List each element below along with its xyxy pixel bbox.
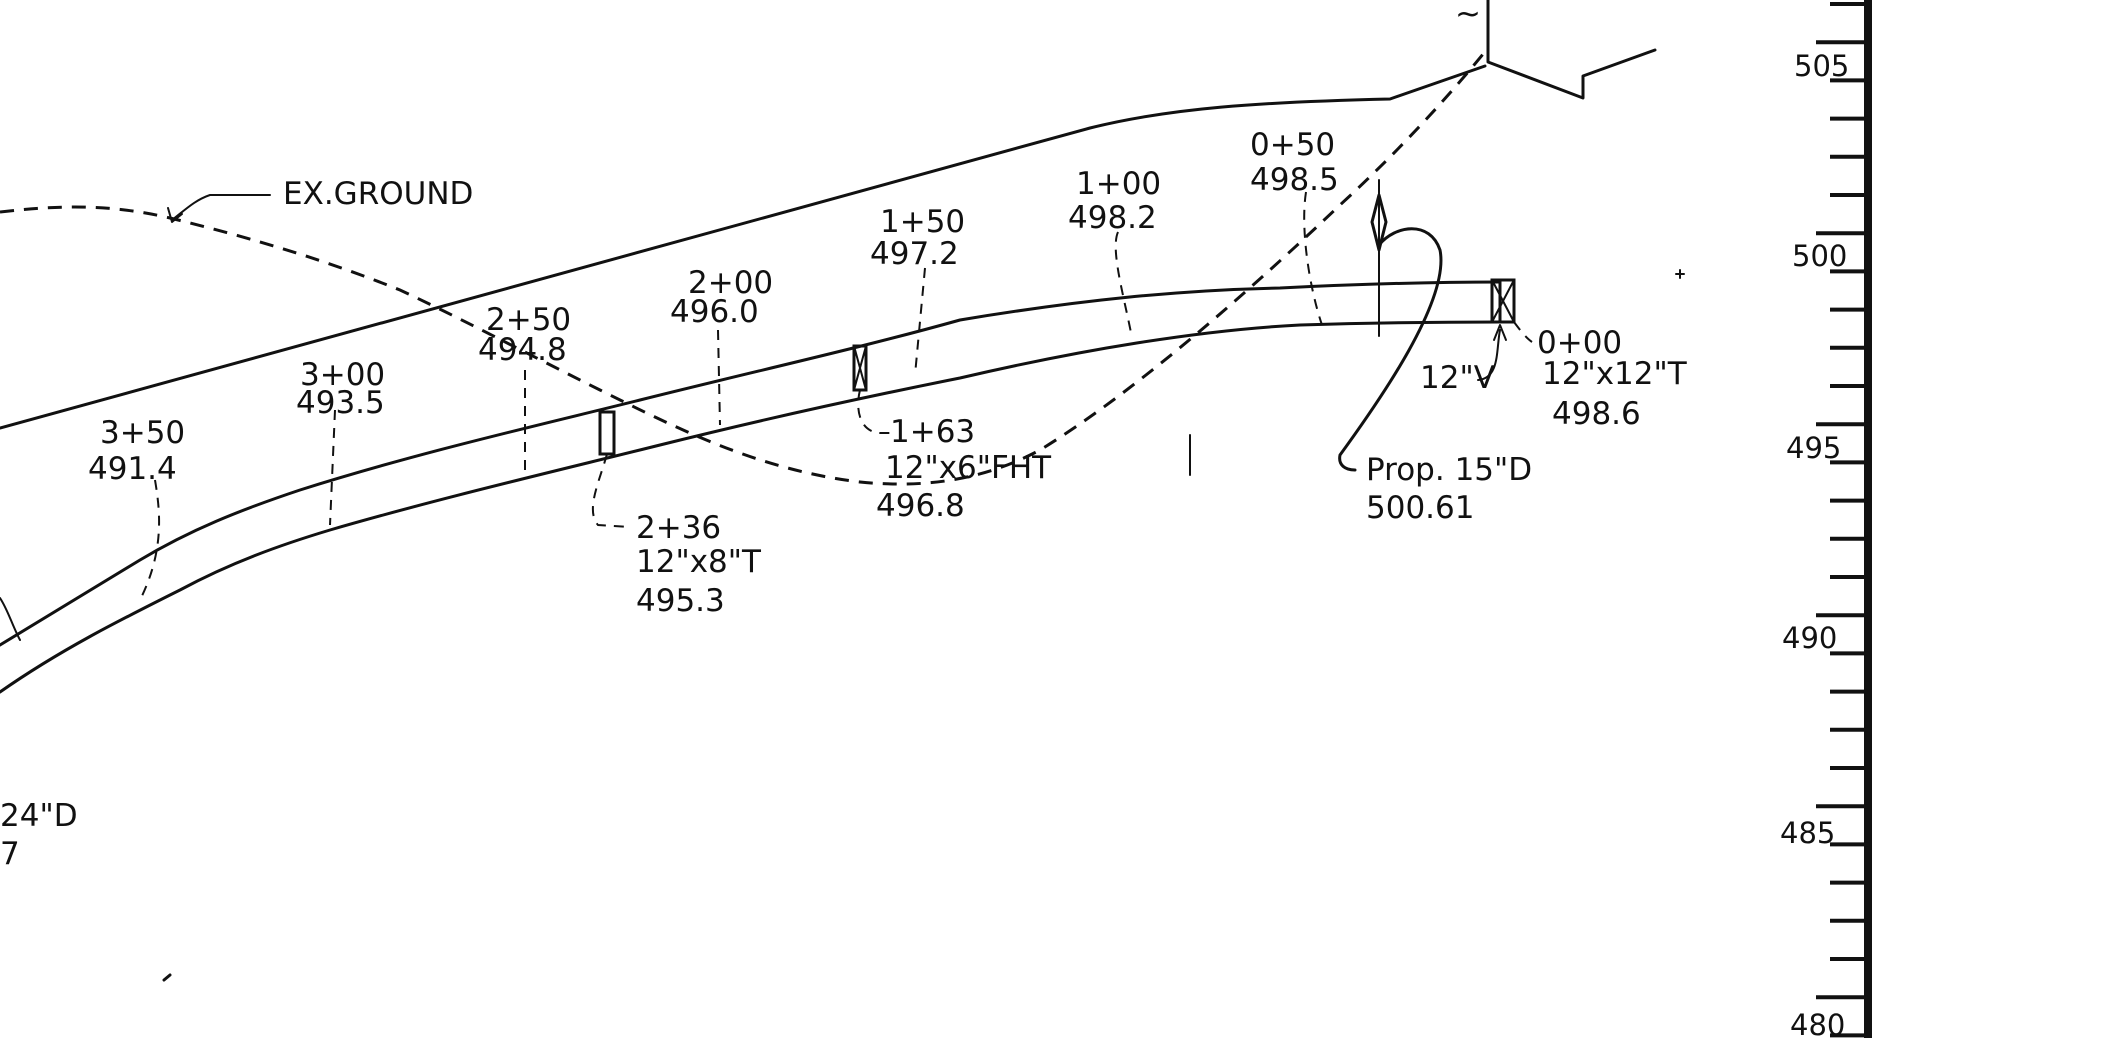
svg-text:1+63: 1+63 (890, 414, 975, 450)
svg-text:12"x12"T: 12"x12"T (1542, 356, 1688, 392)
leader-st-350 (139, 479, 161, 601)
svg-text:2+50: 2+50 (486, 302, 571, 338)
svg-text:496.0: 496.0 (670, 294, 759, 330)
pipe-bottom-edge (0, 320, 1502, 694)
svg-text:Prop. 15"D: Prop. 15"D (1366, 452, 1532, 488)
elev-label-495: 495 (1786, 431, 1841, 465)
elev-label-500: 500 (1792, 239, 1847, 273)
leader-ex-ground (167, 194, 271, 223)
fitting-label-tee-236: 2+36 12"x8"T 495.3 (636, 510, 762, 619)
elev-label-505: 505 (1794, 49, 1849, 83)
svg-text:498.2: 498.2 (1068, 200, 1157, 236)
svg-text:2+36: 2+36 (636, 510, 721, 546)
leader-st-050 (1303, 191, 1323, 326)
svg-text:2+00: 2+00 (688, 265, 773, 301)
station-label-st-050: 0+50 498.5 (1250, 127, 1339, 198)
prop-drain-leader (1338, 227, 1443, 472)
valve-label: 12"V (1420, 360, 1495, 396)
svg-text:494.8: 494.8 (478, 332, 567, 368)
station-label-st-300: 3+00 493.5 (296, 357, 385, 421)
tee-236-symbol (598, 410, 616, 456)
svg-text:3+00: 3+00 (300, 357, 385, 393)
leader-st-100 (1114, 231, 1133, 339)
svg-text:12"x8"T: 12"x8"T (636, 544, 762, 580)
structure-outline (1486, 0, 1657, 100)
leader-fh-163 (857, 389, 890, 434)
proposed-grade-line (0, 64, 1487, 430)
svg-text:0+00: 0+00 (1537, 325, 1622, 361)
stray-mark (1675, 269, 1685, 279)
elevation-scale-ticks (1816, 2, 1868, 1038)
fh-163-symbol (852, 344, 868, 392)
svg-text:498.5: 498.5 (1250, 162, 1339, 198)
station-label-st-200: 2+00 496.0 (670, 265, 773, 330)
leader-st-300 (329, 409, 336, 526)
svg-text:12"x6"FHT: 12"x6"FHT (885, 450, 1052, 486)
fitting-label-tee-000: 0+00 12"x12"T 498.6 (1537, 325, 1688, 432)
station-label-st-150: 1+50 497.2 (870, 204, 965, 272)
svg-text:3+50: 3+50 (100, 415, 185, 451)
existing-ground-line (0, 47, 1490, 486)
svg-text:7: 7 (0, 836, 20, 872)
svg-text:1+00: 1+00 (1076, 166, 1161, 202)
station-label-st-350: 3+50 491.4 (88, 415, 185, 487)
leader-st-150 (914, 267, 926, 376)
top-mark: ~ (1455, 0, 1481, 32)
svg-text:491.4: 491.4 (88, 451, 177, 487)
prop-drain-label: Prop. 15"D 500.61 (1366, 452, 1532, 526)
svg-text:495.3: 495.3 (636, 583, 725, 619)
svg-text:498.6: 498.6 (1552, 396, 1641, 432)
ex-ground-label: EX.GROUND (283, 176, 473, 212)
fitting-label-fh-163: 1+63 12"x6"FHT 496.8 (876, 414, 1052, 524)
leader-st-200 (717, 329, 721, 426)
svg-text:493.5: 493.5 (296, 385, 385, 421)
station-label-st-100: 1+00 498.2 (1068, 166, 1161, 236)
leader-valve (1477, 324, 1507, 381)
svg-text:1+50: 1+50 (880, 204, 965, 240)
leader-tee-236 (592, 453, 631, 528)
svg-text:0+50: 0+50 (1250, 127, 1335, 163)
elev-label-480: 480 (1790, 1008, 1845, 1038)
valve-symbol (1370, 179, 1388, 337)
elevation-scale: 505 500 495 490 485 480 (1780, 0, 1872, 1038)
elev-label-485: 485 (1780, 816, 1835, 850)
elev-label-490: 490 (1782, 621, 1837, 655)
station-label-st-250: 2+50 494.8 (478, 302, 571, 368)
pipe-top-edge (0, 280, 1502, 647)
left-drain-label: 24"D 7 (0, 798, 78, 872)
leader-tee-000 (1513, 321, 1533, 343)
leader-left-drain (0, 597, 21, 641)
stray-mark (162, 973, 172, 982)
tee-000-symbol (1490, 278, 1516, 324)
svg-text:24"D: 24"D (0, 798, 78, 834)
svg-text:497.2: 497.2 (870, 236, 959, 272)
blank-margin (1873, 0, 2108, 1038)
svg-text:500.61: 500.61 (1366, 490, 1474, 526)
svg-text:496.8: 496.8 (876, 488, 965, 524)
